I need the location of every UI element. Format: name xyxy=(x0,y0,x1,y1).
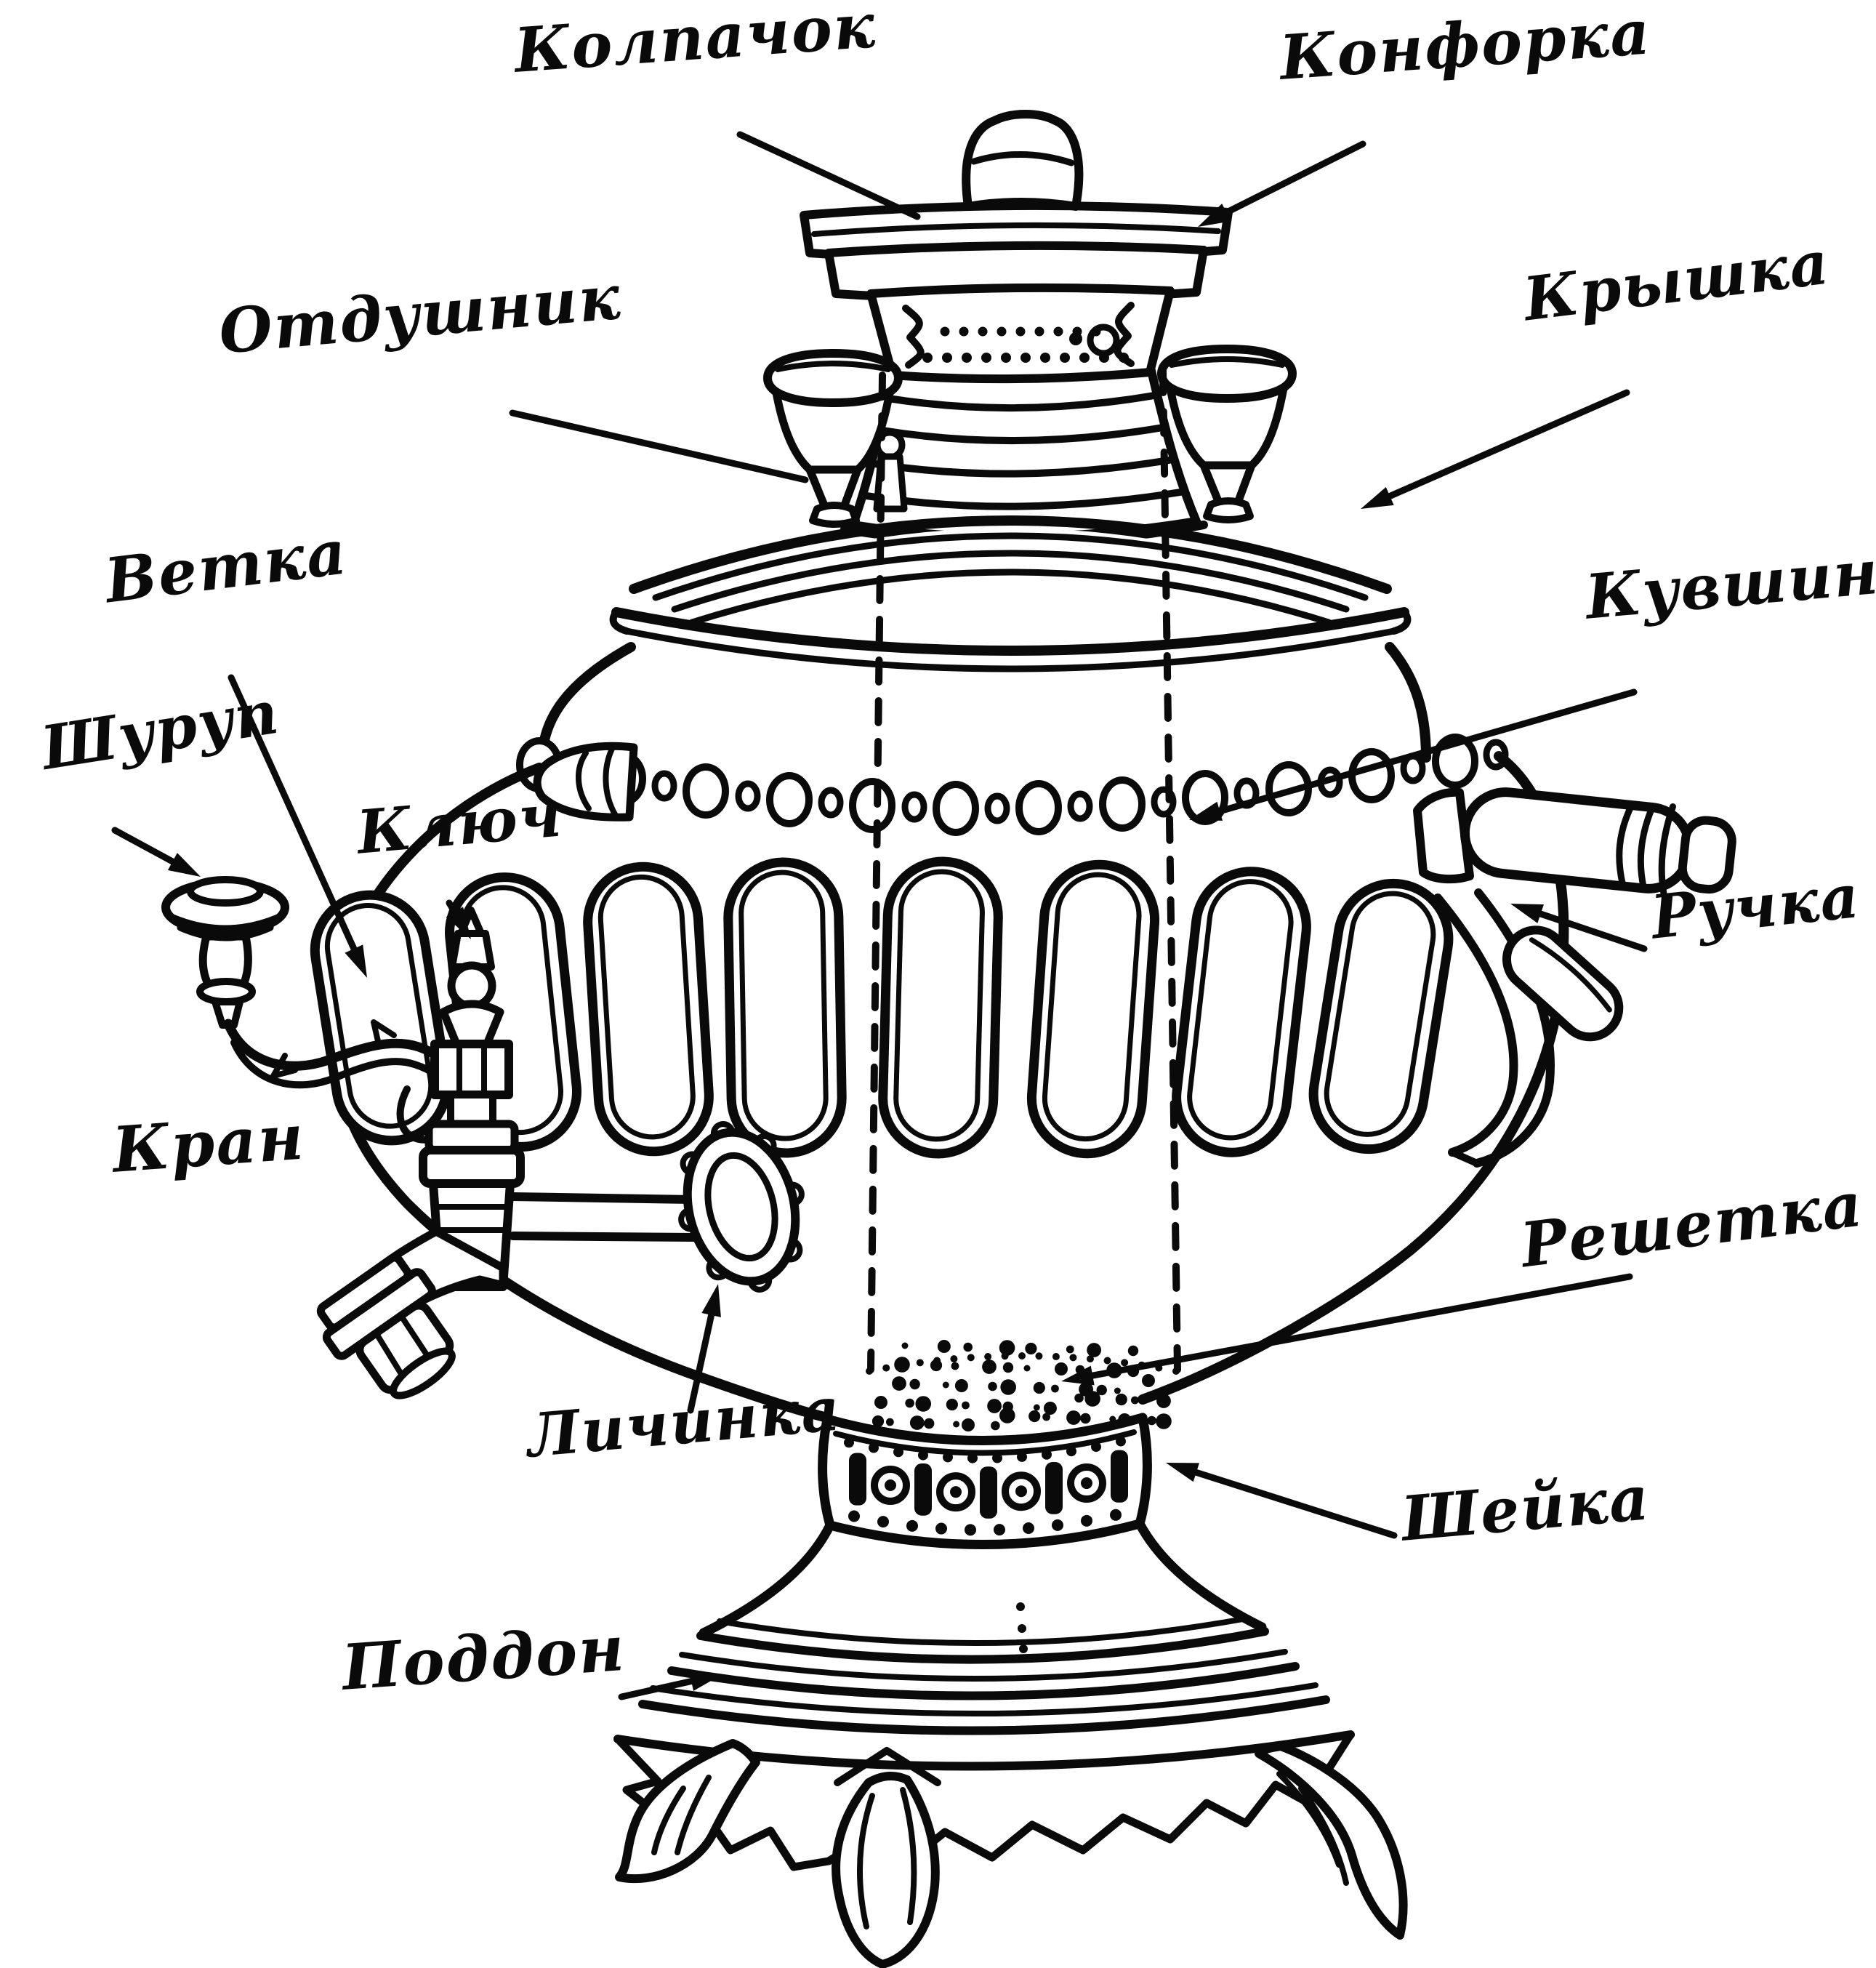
label-klyuch: Ключ xyxy=(354,780,566,868)
leader-kolpachok xyxy=(736,131,921,220)
crown-openwork-dots xyxy=(922,326,1129,363)
handle-mount xyxy=(1413,787,1474,884)
bead xyxy=(901,791,927,823)
leader-konforka xyxy=(1211,140,1366,222)
leader-lichinka xyxy=(687,1298,717,1414)
samovar-cap-knob xyxy=(962,110,1084,211)
arrowhead-kryshka xyxy=(1361,486,1394,509)
arrowhead-reshetka xyxy=(1061,1365,1095,1386)
leader-ruchka xyxy=(1525,906,1648,952)
label-poddon: Поддон xyxy=(339,1611,628,1705)
samovar-neck xyxy=(818,1413,1152,1549)
bead xyxy=(933,781,979,836)
shoulder-stub xyxy=(533,742,638,822)
bead xyxy=(766,772,813,827)
arrowhead-konforka xyxy=(1198,204,1231,227)
label-kran: Кран xyxy=(110,1100,307,1187)
arrowhead-poddon xyxy=(689,1671,722,1691)
bead xyxy=(1015,780,1062,835)
tap-body xyxy=(316,1040,525,1399)
arrowhead-kuvshin xyxy=(1189,801,1223,821)
bead xyxy=(1099,776,1146,832)
bead xyxy=(1067,790,1093,822)
leader-shurup xyxy=(111,827,188,872)
arrowhead-vetka xyxy=(345,944,367,978)
bead xyxy=(651,770,677,802)
bead xyxy=(849,778,895,833)
samovar-lid xyxy=(609,515,1412,672)
leader-kryshka xyxy=(1374,389,1630,505)
bead xyxy=(818,787,844,819)
tap-spout-nozzle xyxy=(316,1253,456,1399)
leader-vetka xyxy=(228,674,363,964)
handle-arm xyxy=(1460,787,1736,897)
arrowhead-sheyka xyxy=(1166,1463,1199,1482)
inner-jug-dashed xyxy=(867,367,1181,1373)
handle-assembly xyxy=(1413,787,1736,1168)
screw-knob xyxy=(161,876,289,1029)
vent-cup-right xyxy=(1157,345,1297,523)
tap-assembly xyxy=(161,876,805,1399)
arrowhead-shurup xyxy=(167,853,201,877)
arrowhead-klyuch xyxy=(446,907,471,939)
bead xyxy=(984,792,1010,824)
leader-kuvshin xyxy=(1204,688,1638,819)
tap-pipe xyxy=(509,1192,696,1204)
samovar-base xyxy=(613,1519,1408,1968)
leader-sheyka xyxy=(1180,1465,1398,1539)
grate-stipple xyxy=(866,1340,1180,1431)
faceplate-rosette xyxy=(678,1121,805,1293)
leader-poddon xyxy=(618,1675,708,1700)
handle-wood-grip xyxy=(1502,925,1624,1042)
neck-perforation-pattern xyxy=(844,1436,1128,1536)
arrowhead-ruchka xyxy=(1510,904,1544,923)
arrowhead-lichinka xyxy=(701,1284,721,1317)
vent-cup-left xyxy=(763,349,903,528)
bead xyxy=(735,780,761,812)
bead xyxy=(683,763,729,819)
leader-reshetka xyxy=(1076,1273,1633,1381)
leader-otdushnik xyxy=(509,409,809,483)
